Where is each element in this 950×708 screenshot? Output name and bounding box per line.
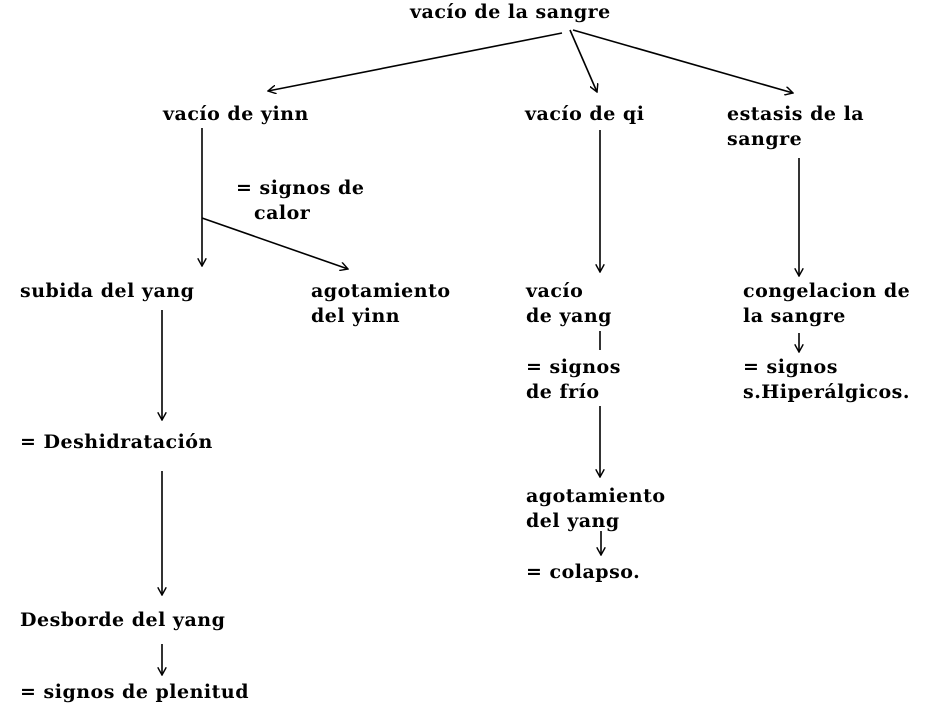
node-congelacion-line2: la sangre xyxy=(743,305,846,327)
node-signos-plenitud: = signos de plenitud xyxy=(20,681,250,703)
node-agotamiento-yang-line2: del yang xyxy=(526,510,620,532)
arrow-root-to-qi xyxy=(569,29,597,92)
node-agotamiento-yinn-line1: agotamiento xyxy=(311,280,451,302)
node-vacio-yang-line1: vacío xyxy=(526,280,584,302)
node-signos-hiperalgicos-line1: = signos xyxy=(743,356,838,378)
node-vacio-qi: vacío de qi xyxy=(525,103,645,125)
node-vacio-sangre: vacío de la sangre xyxy=(410,1,611,23)
node-signos-calor-line1: = signos de xyxy=(236,177,365,199)
arrow-yinn-to-agotamiento xyxy=(201,217,348,269)
arrow-root-to-estasis xyxy=(572,29,793,93)
node-vacio-yang-line2: de yang xyxy=(526,305,612,327)
node-congelacion-line1: congelacion de xyxy=(743,280,911,302)
node-subida-yang: subida del yang xyxy=(20,280,195,302)
node-signos-calor-line2: calor xyxy=(254,202,311,224)
node-agotamiento-yinn-line2: del yinn xyxy=(311,305,401,327)
node-estasis-line2: sangre xyxy=(727,128,803,150)
node-signos-hiperalgicos-line2: s.Hiperálgicos. xyxy=(743,381,910,403)
node-colapso: = colapso. xyxy=(526,561,641,583)
node-deshidratacion: = Deshidratación xyxy=(20,431,213,453)
node-signos-frio-line1: = signos xyxy=(526,356,621,378)
node-estasis-line1: estasis de la xyxy=(727,103,865,125)
node-signos-frio-line2: de frío xyxy=(526,381,600,403)
node-desborde-yang: Desborde del yang xyxy=(20,609,226,631)
node-agotamiento-yang-line1: agotamiento xyxy=(526,485,666,507)
arrow-root-to-yinn xyxy=(268,32,563,91)
node-vacio-yinn: vacío de yinn xyxy=(163,103,309,125)
